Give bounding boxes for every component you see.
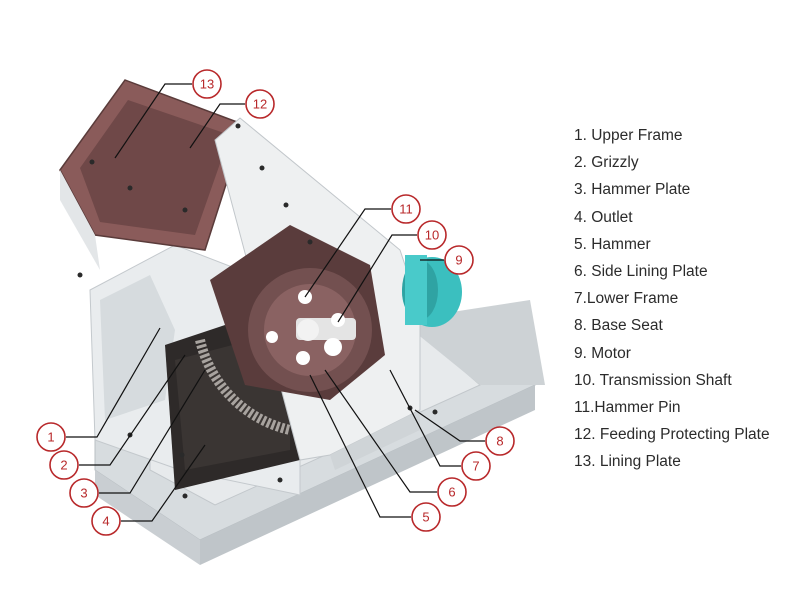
leader-line — [114, 83, 192, 159]
callout-number: 11 — [399, 202, 413, 217]
callout-number: 5 — [422, 510, 429, 525]
callout-number: 13 — [200, 77, 214, 92]
leader-line — [337, 234, 417, 323]
leader-line — [324, 369, 437, 493]
leader-line — [79, 354, 186, 466]
callout-circle — [49, 450, 79, 480]
legend-item: 2. Grizzly — [574, 154, 639, 172]
callout-circle — [417, 220, 447, 250]
leader-line — [309, 374, 411, 518]
rotor — [195, 225, 385, 435]
callout-number: 3 — [80, 486, 87, 501]
motor — [402, 255, 462, 327]
callout-circle — [69, 478, 99, 508]
callout-number: 7 — [472, 459, 479, 474]
callout-number: 6 — [448, 485, 455, 500]
callout-circle — [485, 426, 515, 456]
leader-line — [414, 409, 485, 442]
callout-number: 1 — [47, 430, 54, 445]
leader-line — [99, 369, 206, 494]
callout-marker: 4 — [91, 506, 121, 536]
callout-marker: 12 — [245, 89, 275, 119]
legend-item: 13. Lining Plate — [574, 453, 681, 471]
callout-circle — [36, 422, 66, 452]
leader-line — [304, 208, 391, 298]
callout-number: 9 — [455, 253, 462, 268]
callout-number: 2 — [60, 458, 67, 473]
legend-item: 5. Hammer — [574, 235, 651, 253]
callout-circle — [192, 69, 222, 99]
callout-circle — [411, 502, 441, 532]
leader-line — [389, 369, 461, 467]
legend-item: 8. Base Seat — [574, 317, 663, 335]
parts-legend: 1. Upper Frame 2. Grizzly 3. Hammer Plate 4… — [574, 122, 770, 475]
callout-marker: 8 — [485, 426, 515, 456]
callout-marker: 3 — [69, 478, 99, 508]
callout-number: 12 — [253, 97, 267, 112]
leader-lines — [66, 83, 485, 522]
legend-item: 6. Side Lining Plate — [574, 262, 708, 280]
callout-marker: 11 — [391, 194, 421, 224]
legend-item: 9. Motor — [574, 344, 631, 362]
legend-item: 1. Upper Frame — [574, 127, 683, 144]
legend-item: 11.Hammer Pin — [574, 398, 681, 416]
legend-item: 10. Transmission Shaft — [574, 371, 732, 389]
callout-number: 4 — [102, 514, 109, 529]
callout-circle — [245, 89, 275, 119]
callout-circle — [444, 245, 474, 275]
callout-number: 8 — [496, 434, 503, 449]
callout-circle — [391, 194, 421, 224]
legend-item: 4. Outlet — [574, 208, 633, 226]
callout-circle — [437, 477, 467, 507]
callout-marker: 2 — [49, 450, 79, 480]
callout-marker: 7 — [461, 451, 491, 481]
callout-marker: 1 — [36, 422, 66, 452]
leader-line — [66, 327, 161, 438]
callout-marker: 13 — [192, 69, 222, 99]
callout-marker: 6 — [437, 477, 467, 507]
callout-marker: 9 — [444, 245, 474, 275]
leader-line — [121, 444, 206, 522]
leader-line — [189, 103, 245, 149]
callout-circle — [461, 451, 491, 481]
callout-marker: 10 — [417, 220, 447, 250]
callout-number: 10 — [425, 228, 439, 243]
legend-item: 7.Lower Frame — [574, 290, 679, 308]
legend-item: 3. Hammer Plate — [574, 181, 691, 199]
callout-marker: 5 — [411, 502, 441, 532]
callout-circle — [91, 506, 121, 536]
legend-item: 12. Feeding Protecting Plate — [574, 426, 770, 444]
hopper — [59, 79, 246, 270]
